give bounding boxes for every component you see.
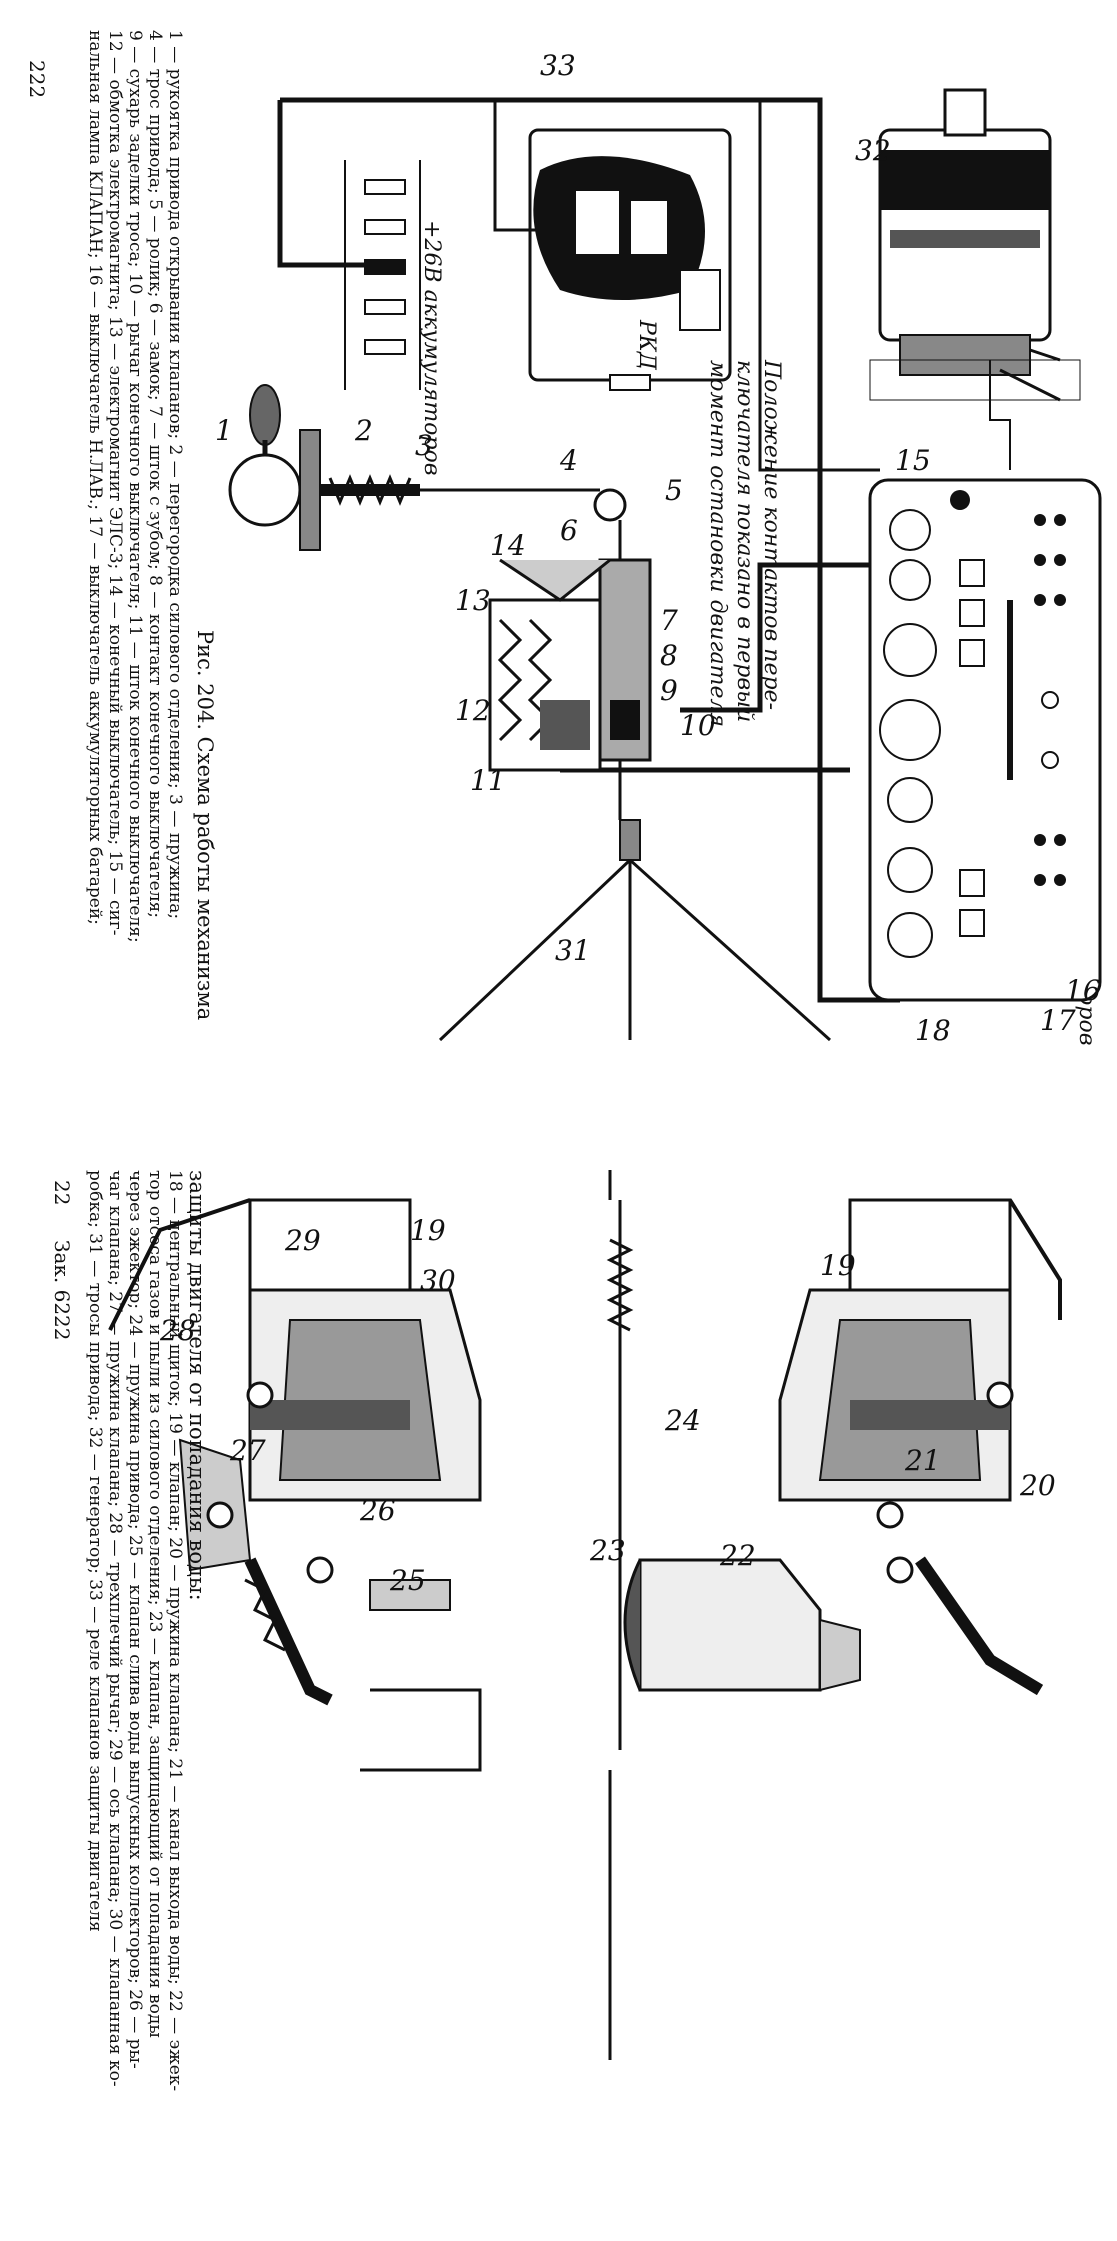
caption-line-3: 9 — сухарь заделки троса; 10 — рычаг кон…: [125, 30, 145, 943]
note-line-2: ключателя показано в первый: [732, 360, 757, 722]
footer-order: Зак. 6222: [50, 1240, 74, 1341]
callout-12: 12: [455, 694, 491, 727]
ejector: [623, 1558, 861, 1692]
wiring: [277, 97, 1011, 1003]
voltage-label-top: +26В аккумуляторов: [419, 220, 444, 476]
callout-31: 31: [555, 934, 591, 967]
generator: [869, 88, 1081, 402]
drive-line: [606, 1170, 634, 2060]
callout-24: 24: [664, 1404, 701, 1437]
upper-figure: РКД +26В аккумуляторов +26В аккумуляторо…: [215, 49, 1102, 1047]
caption2-line-3: через эжектор; 24 — пружина привода; 25 …: [125, 1170, 145, 2069]
callout-33: 33: [540, 49, 576, 82]
callout-30: 30: [420, 1264, 456, 1297]
caption2-line-4: чаг клапана; 27 — пружина клапана; 28 — …: [105, 1170, 125, 2087]
note-line-3: момент остановки двигателя: [705, 360, 730, 727]
callout-23: 23: [589, 1534, 626, 1567]
footer-sheet: 22: [50, 1180, 74, 1205]
callout-2: 2: [354, 414, 373, 447]
caption-line-4: 12 — обмотка электромагнита; 13 — электр…: [105, 30, 125, 935]
callout-19-left: 19: [410, 1214, 446, 1247]
callout-26: 26: [359, 1494, 396, 1527]
callout-14: 14: [490, 529, 526, 562]
callout-10: 10: [680, 709, 716, 742]
callout-27: 27: [229, 1434, 266, 1467]
callout-8: 8: [660, 639, 678, 672]
callout-7: 7: [660, 604, 678, 637]
callout-22: 22: [719, 1539, 756, 1572]
battery-block: [344, 160, 421, 390]
rkd-relay-box: РКД: [528, 128, 732, 391]
caption-title: Рис. 204. Схема работы механизма: [193, 630, 217, 1020]
callout-21: 21: [904, 1444, 941, 1477]
caption2-line-1: 18 — центральный щиток; 19 — клапан; 20 …: [165, 1170, 185, 2091]
page-marker: 222: [25, 60, 49, 98]
lower-figure: 19 20 21 22 23 24 25 26 27 28 29 30 19: [108, 1170, 1062, 2060]
valve-drive-mechanism: [228, 384, 652, 861]
callout-28: 28: [159, 1314, 196, 1347]
callout-29: 29: [284, 1224, 321, 1257]
caption2-line-5: робка; 31 — тросы привода; 32 — генерато…: [85, 1170, 105, 1932]
callout-25: 25: [389, 1564, 426, 1597]
footer: 22 Зак. 6222: [50, 1180, 74, 1341]
caption-cont-title: защиты двигателя от попадания воды:: [185, 1170, 209, 1601]
valve-assembly-left: [108, 1198, 482, 1772]
callout-13: 13: [455, 584, 491, 617]
caption-line-5: нальная лампа КЛАПАН; 16 — выключатель Н…: [85, 30, 105, 925]
callout-4: 4: [559, 444, 578, 477]
upper-callouts: 1 2 3 4 5 6 7 8 9 10 11 12 13 14 15 16 1…: [215, 49, 1101, 1047]
caption-line-2: 4 — трос привода; 5 — ролик; 6 — замок; …: [145, 30, 165, 918]
callout-5: 5: [665, 474, 683, 507]
caption2-line-2: тор отсоса газов и пыли из силового отде…: [145, 1170, 165, 2038]
note-line-1: Положение контактов пере-: [759, 359, 784, 710]
callout-11: 11: [470, 764, 506, 797]
caption-part2: защиты двигателя от попадания воды: 18 —…: [85, 1170, 209, 2091]
callout-9: 9: [660, 674, 678, 707]
valve-assembly-right: [778, 1198, 1062, 1696]
drive-cables: [438, 858, 832, 1042]
callout-1: 1: [215, 414, 233, 447]
callout-6: 6: [560, 514, 578, 547]
contacts-note: Положение контактов пере- ключателя пока…: [705, 359, 784, 727]
callout-20: 20: [1019, 1469, 1056, 1502]
callout-16: 16: [1065, 974, 1101, 1007]
callout-17: 17: [1040, 1004, 1076, 1037]
caption-line-1: 1 — рукоятка привода открывания клапанов…: [165, 30, 185, 919]
lower-callouts: 19 20 21 22 23 24 25 26 27 28 29 30 19: [159, 1214, 1056, 1597]
callout-3: 3: [415, 429, 433, 462]
callout-32: 32: [855, 134, 891, 167]
callout-18: 18: [915, 1014, 951, 1047]
callout-15: 15: [895, 444, 931, 477]
central-panel: [868, 478, 1102, 1002]
rkd-label: РКД: [634, 319, 659, 371]
callout-19-right: 19: [820, 1249, 856, 1282]
caption-part1: Рис. 204. Схема работы механизма 1 — рук…: [85, 30, 217, 1020]
